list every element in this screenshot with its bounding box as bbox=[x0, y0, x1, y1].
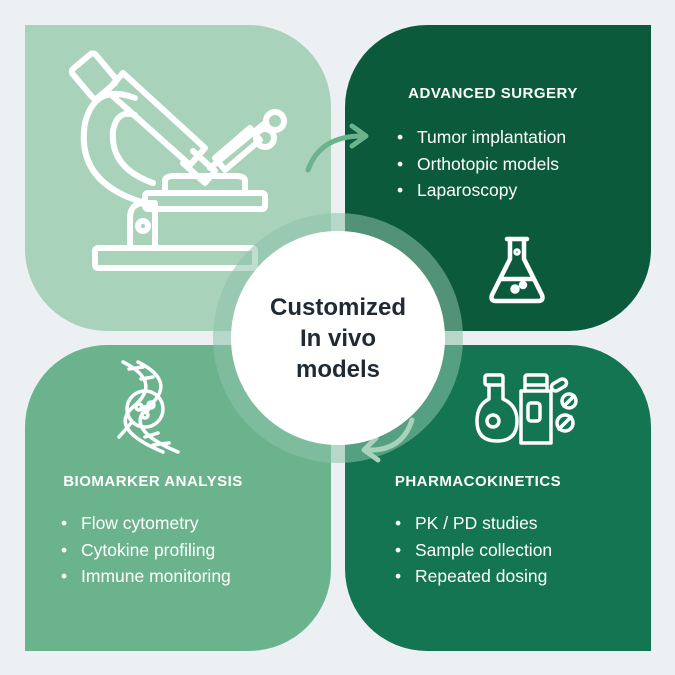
center-title: Customized In vivo models bbox=[248, 292, 428, 385]
center-title-line: Customized bbox=[269, 293, 406, 321]
list-item: Repeated dosing bbox=[395, 563, 552, 590]
list-item: PK / PD studies bbox=[395, 510, 552, 537]
biomarker-analysis-title: BIOMARKER ANALYSIS bbox=[63, 473, 243, 490]
medicine-bottles-icon bbox=[475, 373, 578, 445]
advanced-surgery-list: Tumor implantation Orthotopic models Lap… bbox=[397, 124, 566, 204]
list-item: Cytokine profiling bbox=[61, 537, 231, 564]
pharmacokinetics-title: PHARMACOKINETICS bbox=[394, 473, 562, 490]
curved-arrow-top-icon bbox=[305, 123, 369, 173]
dna-magnifier-icon bbox=[117, 360, 180, 454]
list-item: Orthotopic models bbox=[397, 151, 566, 178]
list-item: Flow cytometry bbox=[61, 510, 231, 537]
list-item: Immune monitoring bbox=[61, 563, 231, 590]
curved-arrow-bottom-icon bbox=[361, 417, 415, 463]
list-item: Sample collection bbox=[395, 537, 552, 564]
advanced-surgery-panel: ADVANCED SURGERY Tumor implantation Orth… bbox=[345, 25, 651, 331]
biomarker-analysis-list: Flow cytometry Cytokine profiling Immune… bbox=[61, 510, 231, 590]
flask-icon bbox=[489, 236, 545, 304]
center-title-line: In vivo bbox=[299, 324, 377, 352]
center-title-line: models bbox=[295, 355, 381, 383]
microscope-icon bbox=[68, 50, 287, 271]
center-circle: Customized In vivo models bbox=[231, 231, 445, 445]
list-item: Tumor implantation bbox=[397, 124, 566, 151]
advanced-surgery-title: ADVANCED SURGERY bbox=[408, 85, 578, 102]
microscope-panel bbox=[25, 25, 331, 331]
pharmacokinetics-list: PK / PD studies Sample collection Repeat… bbox=[395, 510, 552, 590]
list-item: Laparoscopy bbox=[397, 177, 566, 204]
